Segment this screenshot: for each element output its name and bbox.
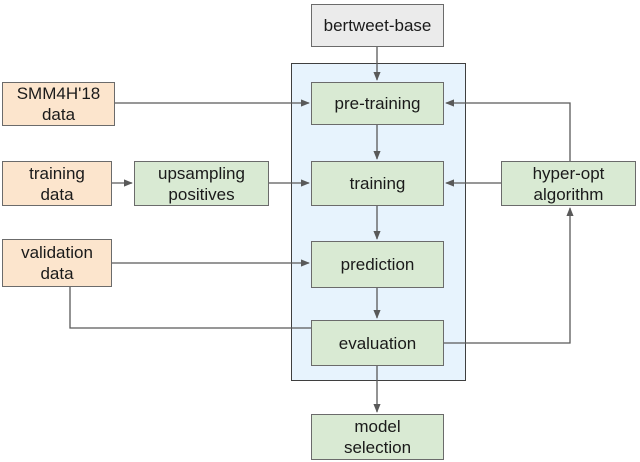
node-upsampling-positives: upsampling positives: [134, 161, 269, 206]
node-hyper-opt-algorithm: hyper-opt algorithm: [501, 161, 636, 206]
edge-evaluation-to-hyperopt: [444, 207, 574, 344]
node-training-data: training data: [2, 161, 112, 206]
node-prediction: prediction: [311, 241, 444, 288]
edge-validation-data-to-evaluation: [69, 287, 311, 329]
node-pre-training: pre-training: [311, 82, 444, 125]
node-bertweet-base: bertweet-base: [311, 4, 444, 47]
node-smm4h-data: SMM4H'18 data: [2, 82, 115, 126]
node-validation-data: validation data: [2, 239, 112, 287]
edge-hyperopt-to-pretraining: [445, 99, 571, 161]
node-evaluation: evaluation: [311, 320, 444, 366]
node-model-selection: model selection: [311, 414, 444, 460]
node-training: training: [311, 161, 444, 206]
